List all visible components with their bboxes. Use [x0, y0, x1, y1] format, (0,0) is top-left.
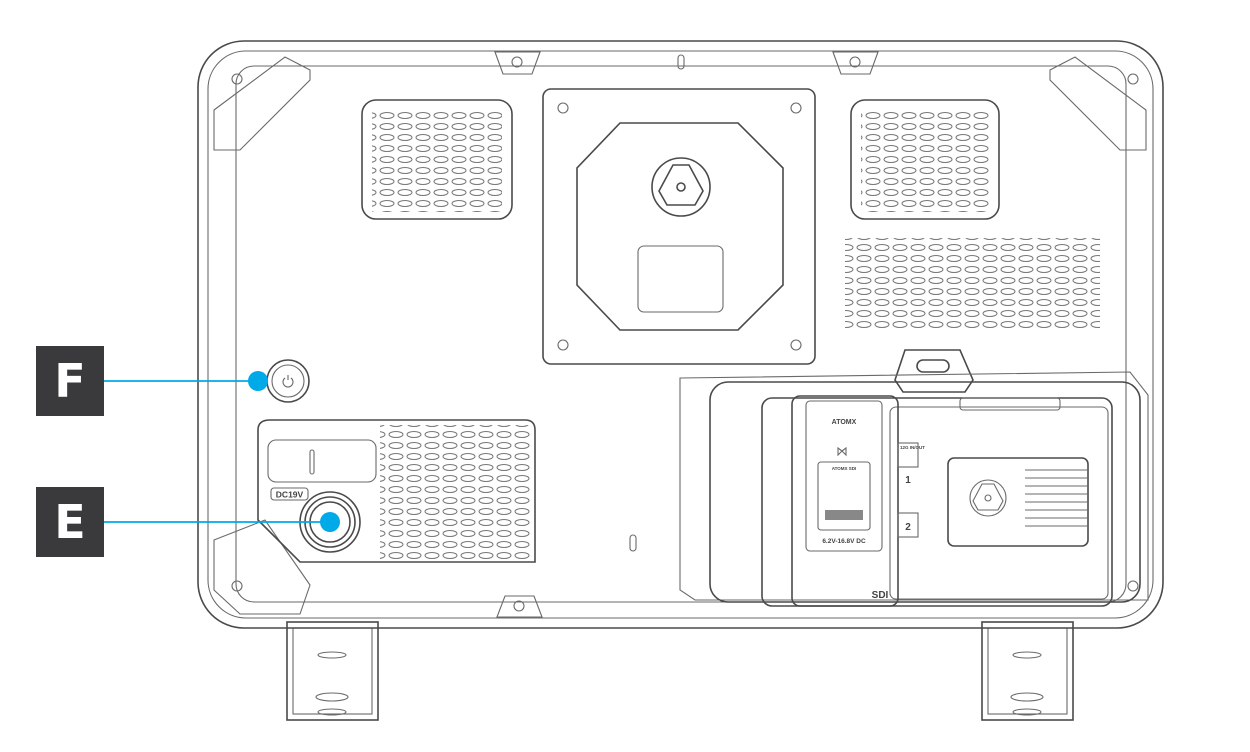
module-name-label: ATOMX SDI	[832, 466, 857, 471]
dc-label-box	[270, 487, 309, 501]
top-handle	[894, 349, 974, 393]
left-foot	[286, 621, 379, 721]
housing	[197, 40, 1164, 629]
callout-e: E	[36, 487, 104, 557]
dc-input-panel	[257, 419, 536, 563]
sdi-label: SDI	[872, 590, 889, 601]
atomx-sdi-module	[791, 395, 919, 607]
atomos-logo	[651, 157, 711, 217]
right-foot	[981, 621, 1074, 721]
vesa-mount-plate	[542, 88, 816, 365]
port-2-label: 2	[905, 522, 911, 533]
callout-dot-e	[320, 512, 340, 532]
port-1-label: 1	[905, 475, 911, 486]
callout-dot-f	[248, 371, 268, 391]
power-icon	[282, 377, 294, 388]
power-button[interactable]	[266, 359, 310, 403]
top-right-vent	[850, 99, 1000, 220]
dc-input-label: DC19V	[276, 490, 304, 500]
callout-f: F	[36, 346, 104, 416]
battery-bay	[679, 371, 1149, 607]
right-vent-grille	[845, 238, 1100, 330]
top-left-vent	[361, 99, 513, 220]
brand-label: ATOMX	[832, 419, 857, 426]
voltage-label: 6.2V-16.8V DC	[822, 538, 866, 545]
sdi-port-label: 12G IN/OUT	[900, 445, 925, 450]
